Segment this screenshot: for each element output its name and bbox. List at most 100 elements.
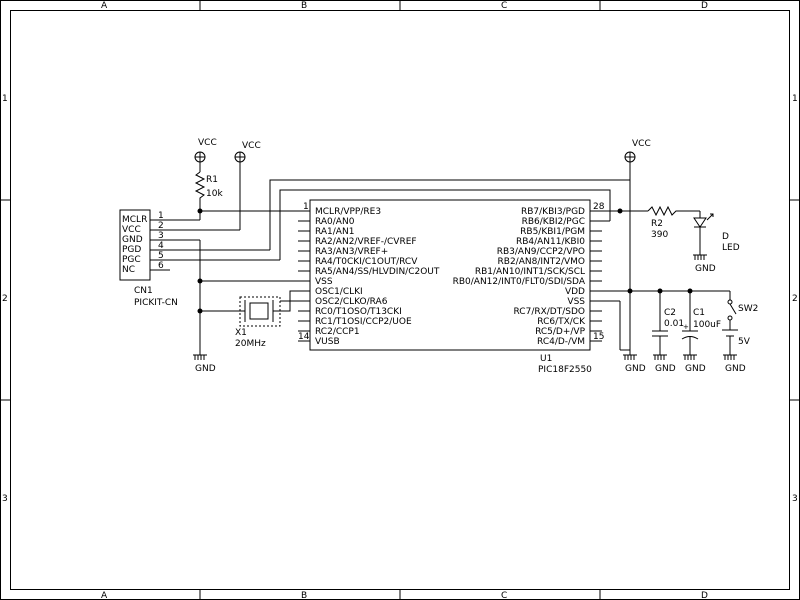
gnd-label: GND bbox=[655, 364, 676, 374]
cn1-pin-number: 2 bbox=[158, 221, 164, 231]
col-label-d-bottom: D bbox=[701, 591, 708, 600]
c2-value: 0.01 bbox=[664, 319, 684, 329]
sw2-value: 5V bbox=[738, 337, 751, 347]
vcc-label: VCC bbox=[242, 141, 261, 151]
u1-left-pin: RA4/T0CKI/C1OUT/RCV bbox=[315, 257, 418, 267]
r2-value: 390 bbox=[651, 230, 668, 240]
gnd-label: GND bbox=[625, 364, 646, 374]
u1-pin-number-top-right: 28 bbox=[593, 202, 605, 212]
u1-right-pin: RB3/AN9/CCP2/VPO bbox=[497, 247, 585, 257]
cn1-pin-name: GND bbox=[122, 235, 143, 245]
u1-right-pin: VDD bbox=[565, 287, 585, 297]
gnd-label: GND bbox=[195, 364, 216, 374]
cn1-pin-number: 1 bbox=[158, 211, 164, 221]
u1-left-pin: MCLR/VPP/RE3 bbox=[315, 207, 381, 217]
cn1-pin-number: 5 bbox=[158, 251, 164, 261]
u1-right-pin: RB7/KBI3/PGD bbox=[521, 207, 585, 217]
ground-symbol: GND bbox=[693, 254, 716, 274]
c2-ref: C2 bbox=[664, 308, 676, 318]
col-label-d-top: D bbox=[701, 1, 708, 11]
col-label-c-bottom: C bbox=[501, 591, 507, 600]
vcc-symbol-r1: VCC bbox=[194, 138, 217, 172]
u1-left-pin: OSC1/CLKI bbox=[315, 287, 363, 297]
u1-left-pin: RA5/AN4/SS/HLVDIN/C2OUT bbox=[315, 267, 440, 277]
gnd-label: GND bbox=[695, 264, 716, 274]
gnd-label: GND bbox=[685, 364, 706, 374]
ground-symbol: GND bbox=[723, 354, 746, 374]
u1-right-pin: RB4/AN11/KBI0 bbox=[516, 237, 585, 247]
u1-left-pin: RA0/AN0 bbox=[315, 217, 355, 227]
capacitor-c1[interactable]: + C1 100uF bbox=[681, 291, 721, 355]
row-label-1-right: 1 bbox=[792, 94, 798, 104]
ground-symbol: GND bbox=[623, 350, 646, 374]
u1-right-pin: RC7/RX/DT/SDO bbox=[514, 307, 586, 317]
u1-value: PIC18F2550 bbox=[538, 365, 592, 375]
cn1-pin-name: MCLR bbox=[122, 215, 147, 225]
ic-u1[interactable]: 1 14 28 15 MCLR/VPP/RE3 RA0/AN0 RA1/AN1 … bbox=[298, 199, 630, 375]
u1-right-pin: RB2/AN8/INT2/VMO bbox=[498, 257, 585, 267]
gnd-label: GND bbox=[725, 364, 746, 374]
u1-left-pin: OSC2/CLKO/RA6 bbox=[315, 297, 388, 307]
ground-symbol: GND bbox=[653, 354, 676, 374]
col-label-c-top: C bbox=[501, 1, 507, 11]
capacitor-c2[interactable]: C2 0.01 bbox=[652, 291, 684, 355]
r1-ref: R1 bbox=[206, 175, 218, 185]
c1-plus-sign: + bbox=[683, 323, 689, 331]
led-d[interactable]: D LED bbox=[693, 211, 740, 255]
vcc-symbol-right: VCC bbox=[624, 139, 651, 350]
cn1-ref: CN1 bbox=[134, 286, 153, 296]
vcc-symbol-cn1: VCC bbox=[234, 141, 261, 230]
u1-left-pin: RA2/AN2/VREF-/CVREF bbox=[315, 237, 417, 247]
col-label-b-bottom: B bbox=[301, 591, 307, 600]
cn1-pin-name: NC bbox=[122, 265, 135, 275]
u1-left-pin: VUSB bbox=[315, 337, 340, 347]
ground-symbol: GND bbox=[193, 354, 216, 374]
u1-right-pin: RB5/KBI1/PGM bbox=[520, 227, 585, 237]
x1-value: 20MHz bbox=[235, 339, 266, 349]
u1-left-pin: RC1/T1OSI/CCP2/UOE bbox=[315, 317, 412, 327]
cn1-pin-name: PGC bbox=[122, 255, 141, 265]
u1-pin-number-top-left: 1 bbox=[303, 202, 309, 212]
row-label-2-left: 2 bbox=[2, 294, 8, 304]
u1-right-pin: RB6/KBI2/PGC bbox=[522, 217, 585, 227]
led-ref: D bbox=[722, 232, 729, 242]
cn1-pin-name: VCC bbox=[122, 225, 141, 235]
connector-cn1[interactable]: MCLR VCC GND PGD PGC NC 1 2 3 4 5 6 CN1 … bbox=[119, 209, 280, 308]
u1-left-pin: VSS bbox=[315, 277, 333, 287]
u1-right-pin: VSS bbox=[567, 297, 585, 307]
u1-right-pin: RC5/D+/VP bbox=[535, 327, 586, 337]
cn1-value: PICKIT-CN bbox=[134, 298, 178, 308]
r1-value: 10k bbox=[206, 189, 223, 199]
resistor-r1[interactable]: R1 10k bbox=[194, 171, 223, 211]
row-label-2-right: 2 bbox=[792, 294, 798, 304]
col-label-a-top: A bbox=[101, 1, 108, 11]
u1-pin-number-bottom-right: 15 bbox=[593, 332, 604, 342]
u1-left-pin: RA3/AN3/VREF+ bbox=[315, 247, 388, 257]
c1-ref: C1 bbox=[693, 308, 705, 318]
resistor-r2[interactable]: R2 390 bbox=[647, 205, 700, 240]
u1-left-pin: RA1/AN1 bbox=[315, 227, 354, 237]
c1-value: 100uF bbox=[693, 320, 721, 330]
switch-sw2[interactable]: SW2 bbox=[727, 291, 758, 330]
u1-right-pin: RC6/TX/CK bbox=[537, 317, 586, 327]
cn1-pin-name: PGD bbox=[122, 245, 141, 255]
cn1-pin-number: 3 bbox=[158, 231, 164, 241]
col-label-a-bottom: A bbox=[101, 591, 108, 600]
battery-5v: 5V bbox=[722, 329, 751, 355]
ground-symbol: GND bbox=[683, 354, 706, 374]
vcc-label: VCC bbox=[632, 139, 651, 149]
vcc-label: VCC bbox=[198, 138, 217, 148]
u1-pin-number-bottom-left: 14 bbox=[298, 332, 310, 342]
row-label-3-right: 3 bbox=[792, 494, 798, 504]
cn1-pin-number: 6 bbox=[158, 261, 164, 271]
r2-ref: R2 bbox=[651, 219, 663, 229]
u1-ref: U1 bbox=[540, 354, 552, 364]
sw2-ref: SW2 bbox=[738, 304, 758, 314]
col-label-b-top: B bbox=[301, 1, 307, 11]
row-label-1-left: 1 bbox=[2, 94, 8, 104]
u1-left-pin: RC2/CCP1 bbox=[315, 327, 360, 337]
u1-right-pin: RC4/D-/VM bbox=[537, 337, 585, 347]
cn1-pin-number: 4 bbox=[158, 241, 164, 251]
